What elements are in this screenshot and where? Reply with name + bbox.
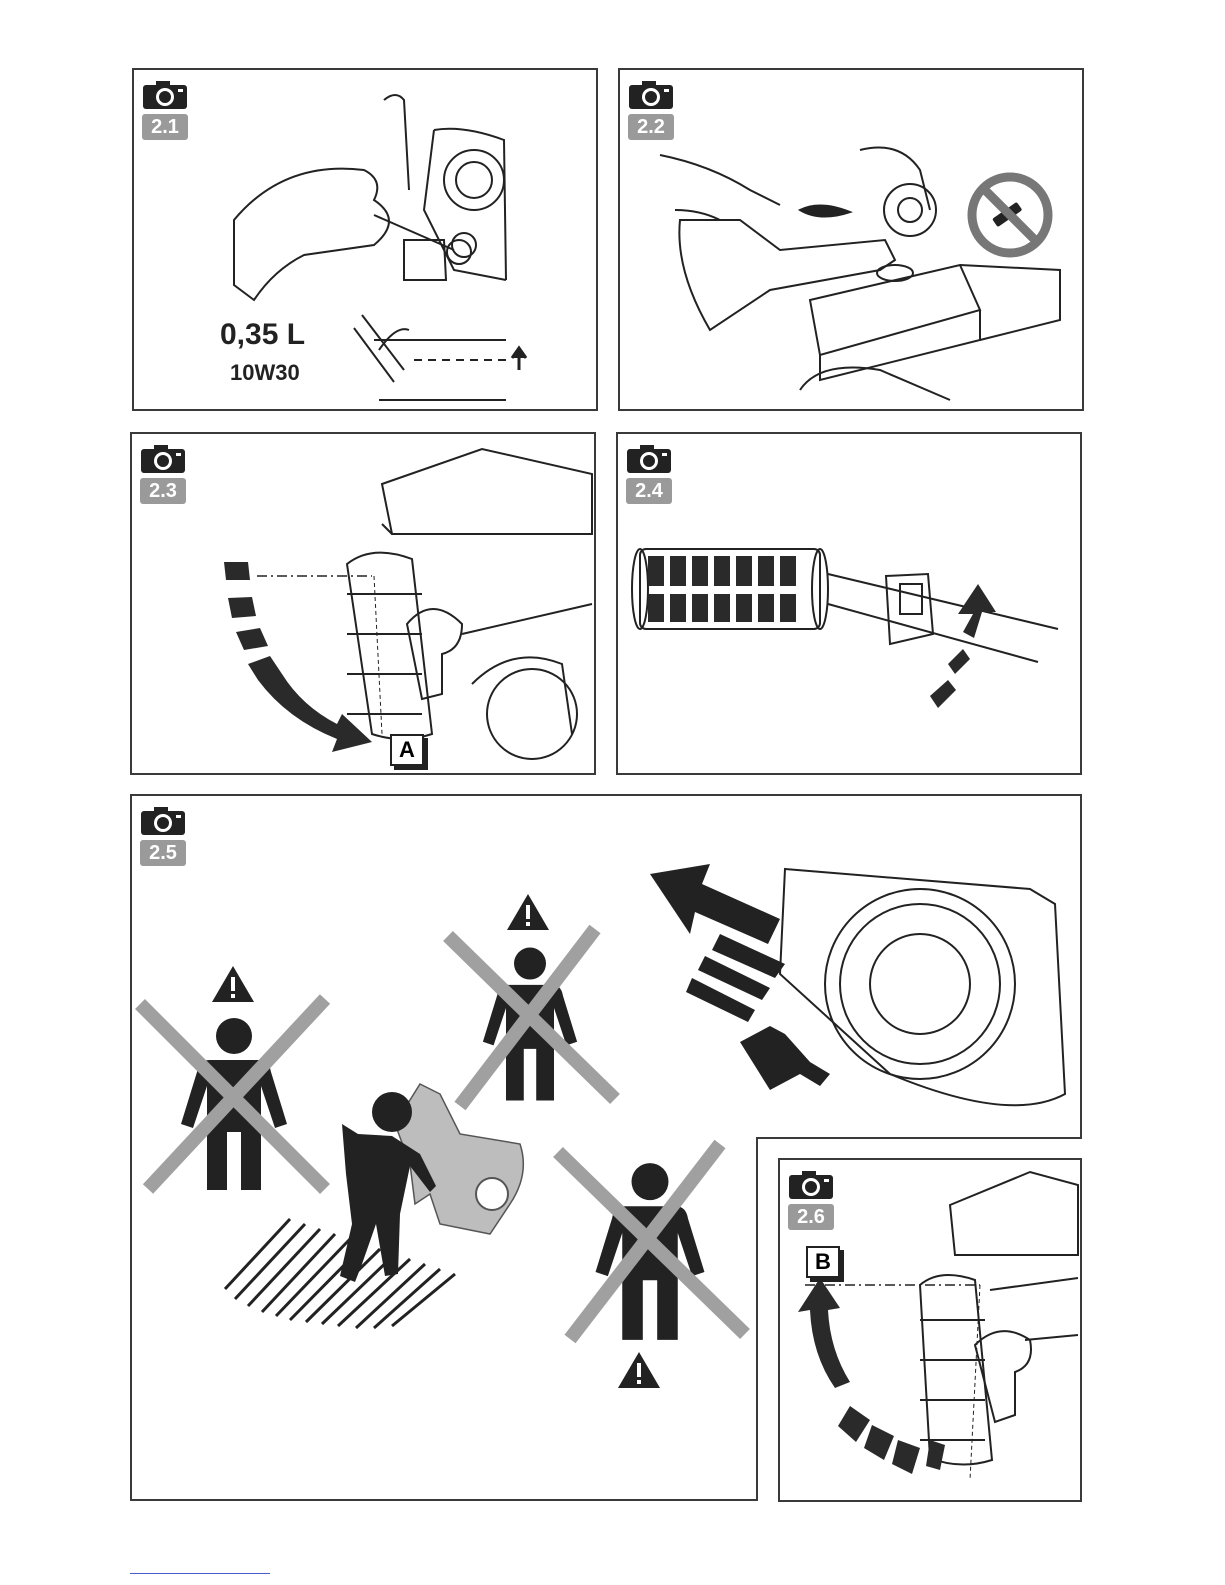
oil-dipstick-illustration: [134, 70, 596, 409]
warning-triangle-icon: [212, 966, 254, 1002]
panel-2-3: 2.3 A: [130, 432, 596, 775]
panel-2-6: 2.6 B: [778, 1158, 1082, 1502]
warning-triangle-icon: [618, 1352, 660, 1388]
callout-label-b: B: [806, 1246, 840, 1278]
panel-2-2: 2.2: [618, 68, 1084, 411]
oil-grade-label: 10W30: [230, 360, 300, 386]
choke-lever-illustration: [132, 434, 594, 773]
panel-2-4: 2.4: [616, 432, 1082, 775]
throttle-grip-illustration: [618, 434, 1080, 773]
callout-label-a: A: [390, 734, 424, 766]
choke-open-illustration: [780, 1160, 1080, 1500]
panel-2-1: 2.1 0,35 L 10W30: [132, 68, 598, 411]
footer-link-underline: [130, 1573, 270, 1574]
no-smoking-icon: [965, 170, 1055, 260]
oil-volume-label: 0,35 L: [220, 318, 305, 352]
warning-triangle-icon: [507, 894, 549, 930]
